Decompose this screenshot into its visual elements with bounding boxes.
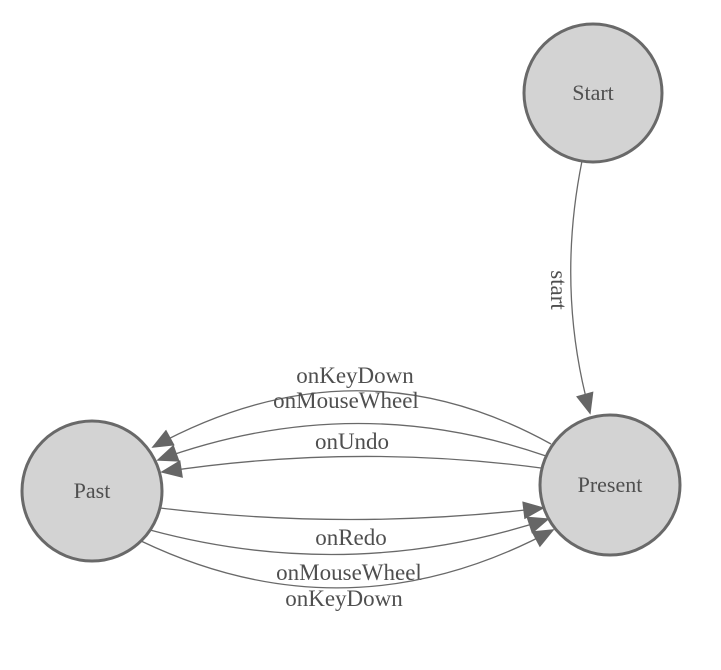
edge-start-to-present[interactable] [570,160,594,415]
edge-present-to-past-onundo[interactable] [160,455,542,478]
state-label-present: Present [578,472,643,497]
edge-label-onmousewheel-bottom: onMouseWheel [276,560,422,585]
edge-label-start: start [546,270,571,310]
state-circle-past[interactable] [20,419,164,563]
state-circle-present[interactable] [538,413,682,557]
state-label-past: Past [74,478,111,503]
edges-layer: start onKeyDown onMouseWheel onUndo onRe… [140,160,594,611]
nodes-layer: Start Present Past [20,22,682,563]
edge-label-onundo: onUndo [315,429,389,454]
edge-present-to-past-onmousewheel[interactable] [156,422,547,462]
state-node-present[interactable]: Present [538,413,682,557]
edge-label-onredo: onRedo [315,525,387,550]
edge-present-to-past-onkeydown[interactable] [151,390,552,448]
state-node-past[interactable]: Past [20,419,164,563]
edge-past-to-present-onmousewheel[interactable] [149,516,550,556]
state-node-start[interactable]: Start [522,22,664,164]
state-label-start: Start [572,80,614,105]
edge-past-to-present-onkeydown[interactable] [140,529,555,589]
edge-label-onkeydown-top: onKeyDown [296,363,414,388]
edge-label-onkeydown-bottom: onKeyDown [285,586,403,611]
state-circle-start[interactable] [522,22,664,164]
edge-label-onmousewheel-top: onMouseWheel [273,388,419,413]
edge-past-to-present-onredo[interactable] [159,501,545,521]
